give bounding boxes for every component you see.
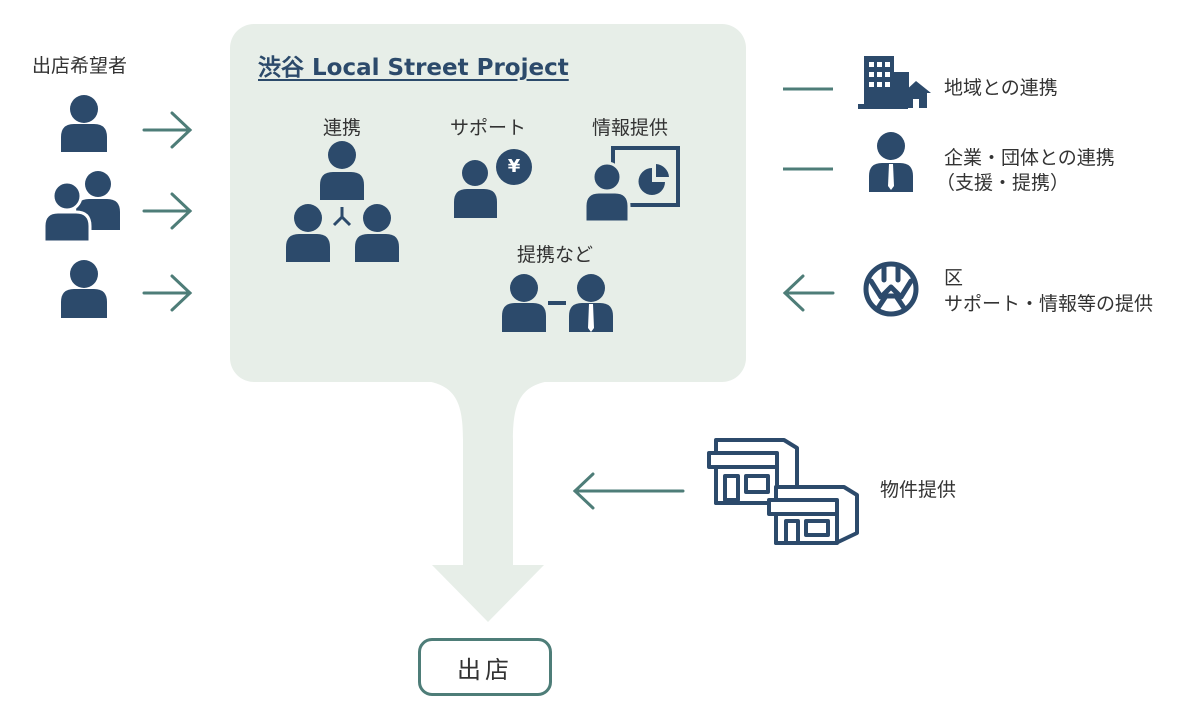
collaboration-icon — [286, 141, 399, 262]
group-icon — [42, 171, 120, 244]
partnership-label: 提携など — [516, 244, 593, 266]
information-label: 情報提供 — [591, 117, 668, 139]
businessman-icon — [869, 132, 913, 192]
yen-icon: ¥ — [507, 156, 521, 177]
person-icon — [61, 260, 107, 318]
arrow-right-icon — [142, 274, 193, 312]
companies-label: 企業・団体との連携 — [944, 147, 1115, 169]
tie-icon — [888, 164, 894, 190]
person-icon — [61, 95, 107, 152]
shop-icon — [707, 438, 799, 505]
project-panel — [230, 24, 746, 622]
collaboration-connector — [332, 207, 352, 227]
outcome-box: 出店 — [418, 638, 552, 696]
region-label: 地域との連携 — [944, 77, 1058, 99]
ward-emblem-icon — [863, 261, 919, 317]
collaboration-label: 連携 — [322, 117, 361, 139]
project-title: 渋谷 Local Street Project — [258, 55, 569, 81]
property-label: 物件提供 — [880, 479, 957, 501]
support-label: サポート — [449, 117, 526, 139]
tie-icon — [588, 304, 594, 332]
outcome-label: 出店 — [457, 655, 513, 684]
applicants-label: 出店希望者 — [32, 55, 128, 77]
shop-icon — [767, 485, 859, 545]
companies-sub-label: （支援・提携） — [936, 172, 1070, 194]
building-icon — [858, 56, 931, 109]
information-icon — [583, 146, 680, 224]
support-icon — [454, 149, 532, 218]
building-windows — [869, 62, 919, 108]
arrow-right-icon — [142, 192, 193, 230]
ward-sub-label: サポート・情報等の提供 — [944, 293, 1154, 315]
arrow-left-icon — [572, 472, 685, 510]
ward-label: 区 — [944, 267, 964, 289]
arrow-left-icon — [782, 274, 835, 312]
arrow-right-icon — [142, 111, 193, 149]
